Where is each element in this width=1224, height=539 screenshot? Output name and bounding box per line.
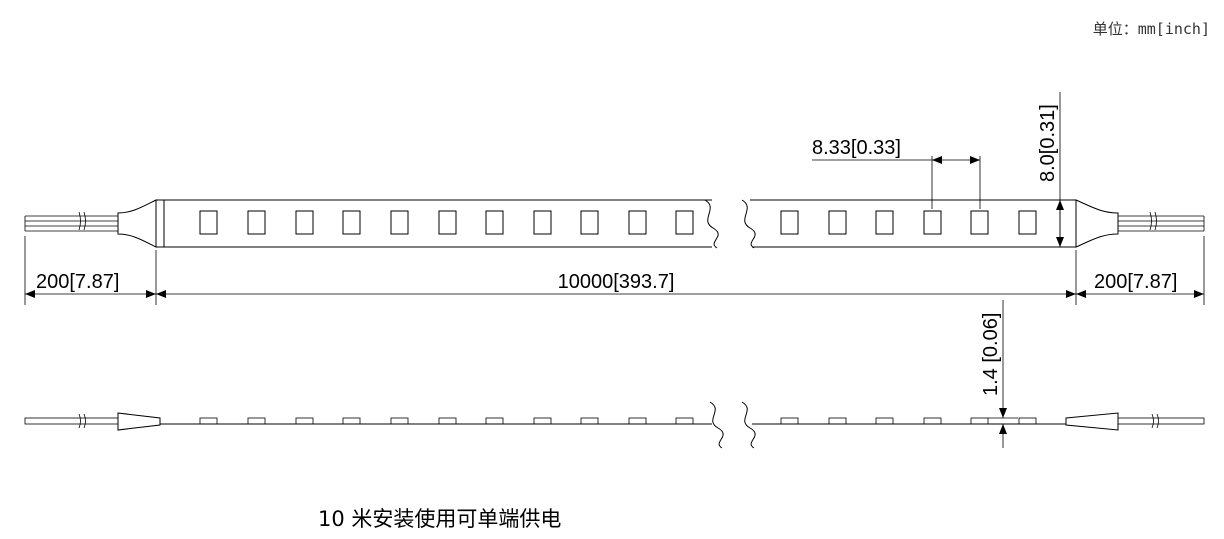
pitch-dimension: 8.33[0.33] <box>812 137 981 209</box>
width-dimension: 8.0[0.31] <box>1037 92 1064 247</box>
led-chip <box>875 210 894 235</box>
strip-side-view <box>24 401 1205 449</box>
length-dimension: 200[7.87] 10000[393.7] 200[7.87] <box>24 236 1205 305</box>
led-chip-row-side <box>199 417 1037 425</box>
left-lead-wire <box>24 211 118 232</box>
lead-right-label: 200[7.87] <box>1094 271 1177 293</box>
unit-label: 单位：mm[inch] <box>1093 20 1210 38</box>
thickness-dimension: 1.4 [0.06] <box>980 300 1018 448</box>
width-label: 8.0[0.31] <box>1037 104 1059 182</box>
led-chip-row-top <box>199 210 1037 235</box>
led-chip <box>438 210 457 235</box>
caption: 10 米安装使用可单端供电 <box>318 507 561 531</box>
led-chip <box>199 210 218 235</box>
led-chip <box>580 210 599 235</box>
led-chip <box>923 210 942 235</box>
led-chip <box>295 210 314 235</box>
thickness-label: 1.4 [0.06] <box>980 313 1002 396</box>
led-chip <box>247 210 266 235</box>
led-chip <box>970 210 989 235</box>
right-end-cap <box>1075 199 1119 248</box>
led-chip <box>780 210 799 235</box>
led-chip <box>485 210 504 235</box>
led-chip <box>828 210 847 235</box>
left-end-cap <box>117 199 157 248</box>
strip-body-left <box>156 199 712 248</box>
led-chip <box>1018 210 1037 235</box>
led-chip <box>342 210 361 235</box>
strip-body-right <box>750 199 1076 248</box>
led-chip <box>390 210 409 235</box>
lead-left-label: 200[7.87] <box>36 271 119 293</box>
strip-top-view <box>24 199 1205 249</box>
total-length-label: 10000[393.7] <box>558 271 675 293</box>
right-lead-wire <box>1118 211 1205 232</box>
break-mark-left <box>704 199 719 249</box>
led-chip <box>628 210 647 235</box>
break-mark-right <box>741 199 756 249</box>
pitch-label: 8.33[0.33] <box>812 137 901 159</box>
led-chip <box>533 210 552 235</box>
led-chip <box>675 210 694 235</box>
